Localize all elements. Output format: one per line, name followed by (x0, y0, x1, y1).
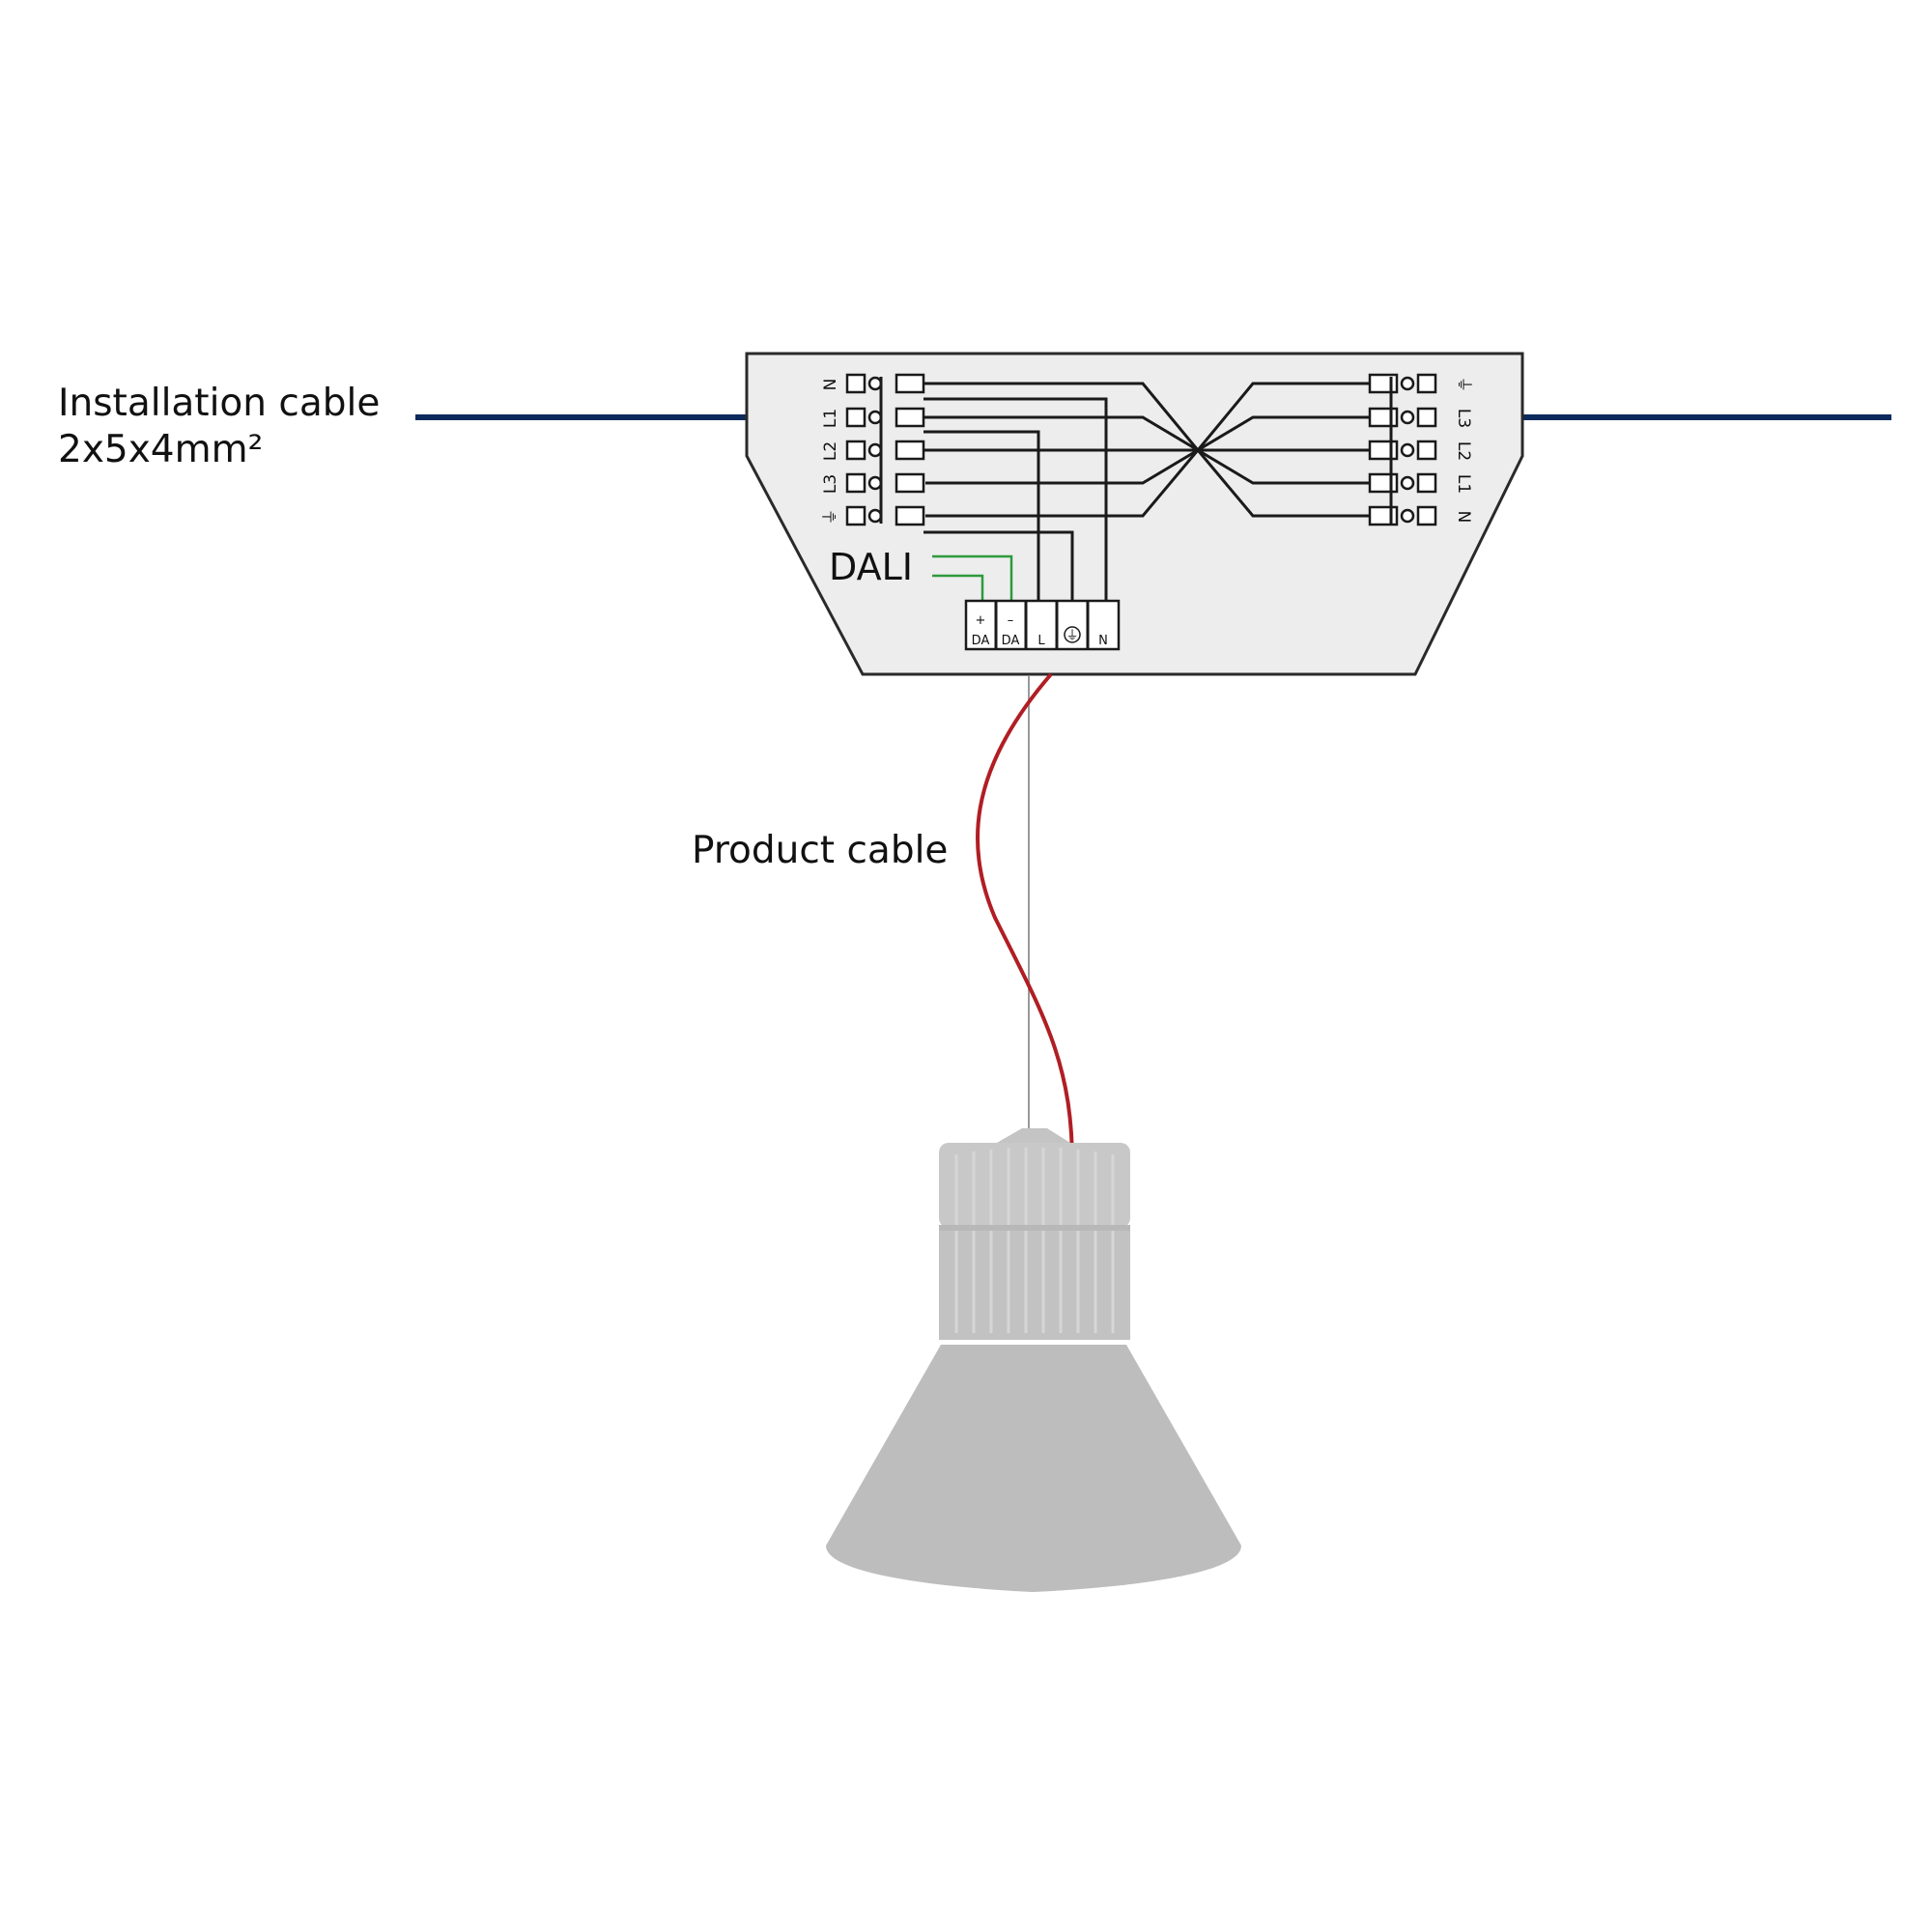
left-terminal-label: L1 (821, 409, 840, 428)
left-terminal-label: L3 (821, 474, 840, 494)
right-terminal-l2: L2 (1368, 440, 1473, 461)
installation-cable-spec: 2x5x4mm² (58, 428, 263, 471)
dali-label: DALI (829, 546, 913, 588)
heatsink-fins (954, 1148, 1115, 1333)
heatsink-upper (939, 1143, 1130, 1228)
right-terminal-block: ⏚ L3 L2 L1 N (1368, 373, 1473, 526)
right-terminal-n: N (1368, 505, 1473, 526)
bottom-terminal-block: + DA – DA L ⏚ N (964, 599, 1121, 651)
dali-plus-sign: + (976, 613, 986, 628)
neutral-label: N (1098, 634, 1108, 648)
product-cable-label: Product cable (692, 829, 948, 872)
earth-label: ⏚ (1065, 629, 1078, 643)
right-terminal-earth: ⏚ (1368, 373, 1473, 394)
left-terminal-label: ⏚ (821, 509, 840, 526)
dali-minus-sign: – (1008, 613, 1014, 628)
right-terminal-label: ⏚ (1454, 377, 1473, 393)
right-terminal-label: L3 (1454, 409, 1473, 428)
right-terminal-l1: L1 (1368, 472, 1473, 494)
drop-wires (923, 397, 1108, 601)
reflector (826, 1345, 1241, 1592)
junction-box (745, 352, 1524, 676)
right-terminal-label: N (1454, 511, 1473, 524)
heatsink-lower (939, 1228, 1130, 1340)
right-terminal-l3: L3 (1368, 407, 1473, 428)
left-terminal-l3: L3 (821, 472, 925, 494)
left-terminal-block: N L1 L2 L3 ⏚ (821, 373, 925, 526)
left-terminal-label: L2 (821, 441, 840, 461)
right-terminal-label: L1 (1454, 474, 1473, 494)
luminaire-cap (997, 1128, 1070, 1143)
dali-plus-label: DA (972, 634, 990, 648)
dali-wires (932, 554, 1013, 601)
left-terminal-earth: ⏚ (821, 505, 925, 526)
left-terminal-label: N (821, 379, 840, 391)
right-terminal-label: L2 (1454, 441, 1473, 461)
left-terminal-l2: L2 (821, 440, 925, 461)
earth-icon (1064, 626, 1081, 643)
live-label: L (1037, 634, 1045, 648)
installation-cable-label: Installation cable (58, 382, 380, 425)
dali-minus-label: DA (1002, 634, 1020, 648)
luminaire (826, 1128, 1241, 1592)
crossing-wires (923, 382, 1370, 518)
product-cable (976, 672, 1074, 1165)
